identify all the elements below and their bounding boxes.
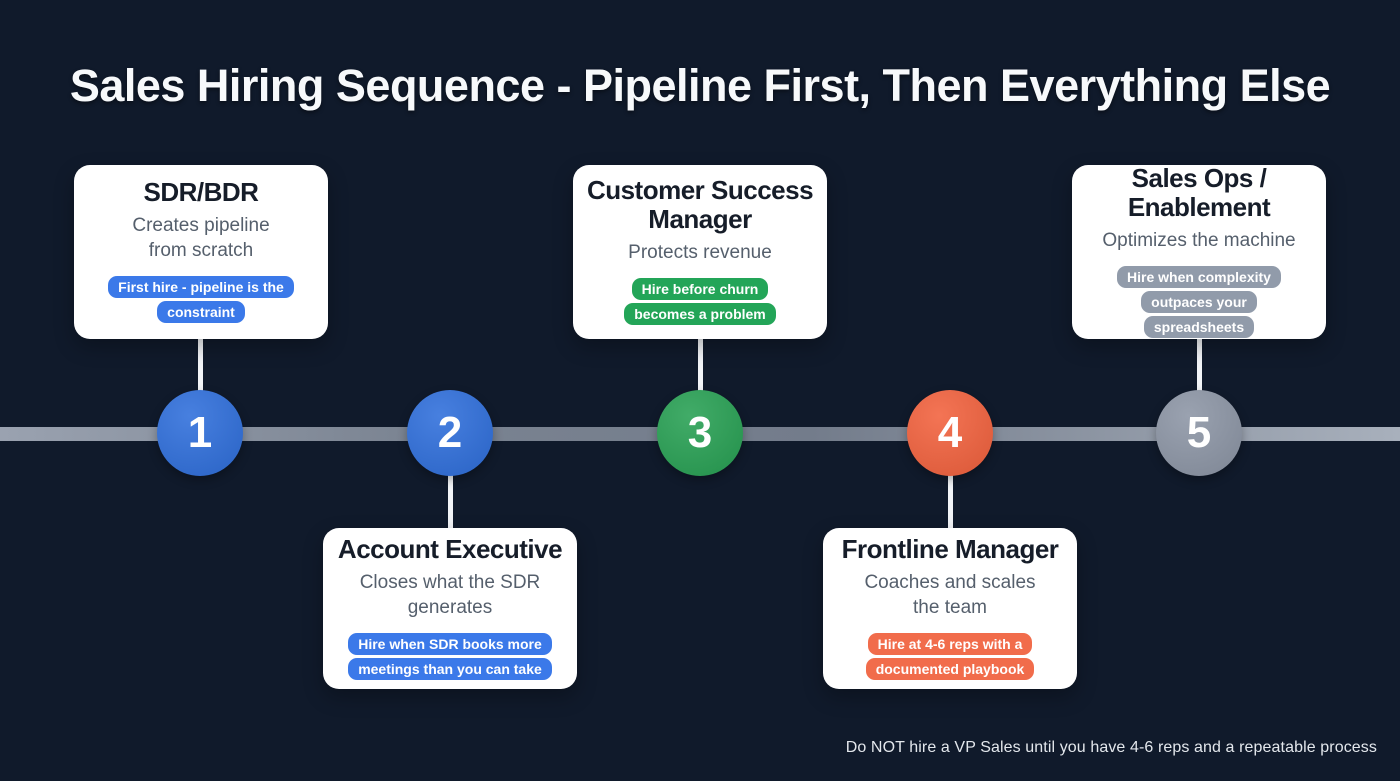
step-number-circle: 1 (157, 390, 243, 476)
badge-label: Hire when complexity outpaces your sprea… (1117, 265, 1281, 338)
hire-rule-badge: Hire when complexity outpaces your sprea… (1095, 265, 1303, 340)
step-card-account-executive: Account Executive Closes what the SDR ge… (323, 528, 577, 689)
hire-rule-badge: Hire at 4-6 reps with a documented playb… (858, 632, 1042, 683)
connector-line (1197, 336, 1202, 394)
step-card-sales-ops-enablement: Sales Ops / Enablement Optimizes the mac… (1072, 162, 1326, 340)
badge-label: Hire before churn becomes a problem (624, 278, 776, 326)
connector-line (698, 336, 703, 394)
badge-label: Hire at 4-6 reps with a documented playb… (865, 632, 1035, 680)
role-title: Sales Ops / Enablement (1127, 162, 1271, 222)
step-number-circle: 3 (657, 390, 743, 476)
role-description: Closes what the SDR generates (359, 571, 541, 618)
badge-label: First hire - pipeline is the constraint (108, 276, 294, 324)
step-number-circle: 5 (1156, 390, 1242, 476)
step-number-circle: 2 (407, 390, 493, 476)
role-description: Optimizes the machine (1102, 229, 1296, 251)
role-description: Creates pipeline from scratch (132, 215, 270, 262)
step-number: 1 (187, 408, 213, 457)
step-card-customer-success-manager: Customer Success Manager Protects revenu… (573, 165, 827, 339)
badge-label: Hire when SDR books more meetings than y… (348, 632, 552, 680)
role-title: SDR/BDR (143, 177, 259, 208)
step-number-circle: 4 (907, 390, 993, 476)
role-description: Coaches and scales the team (864, 571, 1036, 618)
role-title: Customer Success Manager (586, 175, 814, 235)
step-number: 3 (687, 408, 713, 457)
vp-sales-warning-note: Do NOT hire a VP Sales until you have 4-… (845, 739, 1377, 756)
role-title: Account Executive (337, 533, 563, 564)
step-number: 2 (437, 408, 463, 457)
connector-line (948, 474, 953, 532)
hire-rule-badge: Hire before churn becomes a problem (622, 278, 778, 328)
step-card-frontline-manager: Frontline Manager Coaches and scales the… (823, 528, 1077, 689)
step-number: 5 (1186, 408, 1212, 457)
connector-line (198, 336, 203, 394)
step-number: 4 (937, 408, 963, 457)
page-title: Sales Hiring Sequence - Pipeline First, … (69, 60, 1331, 111)
step-card-sdr-bdr: SDR/BDR Creates pipeline from scratch Fi… (74, 165, 328, 339)
connector-line (448, 474, 453, 532)
hire-rule-badge: First hire - pipeline is the constraint (108, 276, 294, 326)
role-title: Frontline Manager (841, 533, 1059, 564)
hire-rule-badge: Hire when SDR books more meetings than y… (348, 632, 552, 683)
role-description: Protects revenue (628, 242, 772, 264)
